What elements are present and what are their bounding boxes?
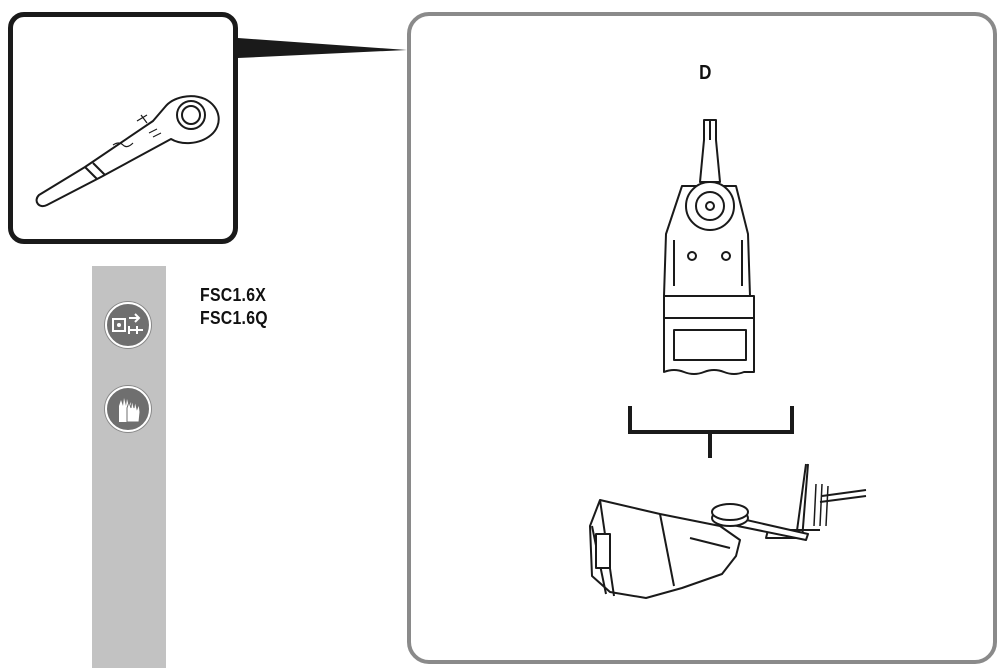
tool-head-front-illustration — [663, 119, 755, 375]
unplug-power-icon — [105, 302, 151, 348]
step-label: D — [699, 62, 712, 84]
gloves-icon — [105, 386, 151, 432]
saw-blade-illustration — [35, 95, 220, 207]
model-number: FSC1.6Q — [200, 308, 268, 328]
tool-cutting-illustration — [589, 463, 867, 599]
model-number: FSC1.6X — [200, 285, 267, 305]
blade-inset-frame — [8, 12, 238, 244]
bracket-connector — [628, 406, 794, 458]
model-list: FSC1.6X FSC1.6Q — [200, 284, 277, 330]
